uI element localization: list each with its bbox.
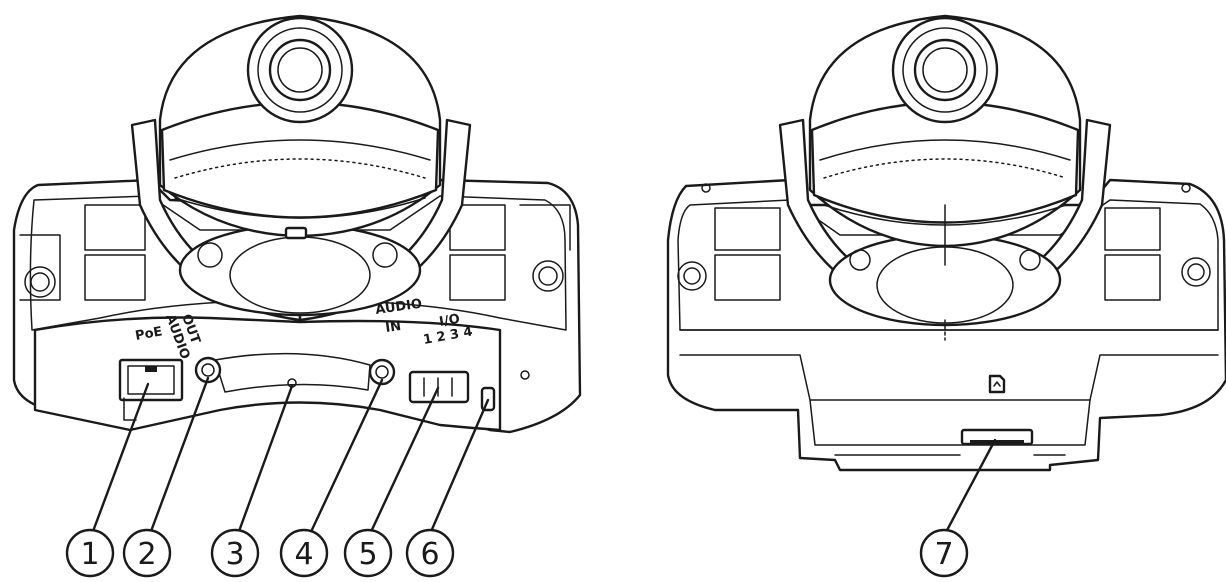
lens-inner-front: [913, 38, 977, 102]
callout-4-text: 4: [294, 537, 313, 572]
camera-rear-view: PoE AUDIO OUT AUDIO IN I/O 1 2 3 4: [12, 14, 582, 434]
label-poe: PoE: [134, 324, 164, 344]
label-audio-in-2: IN: [384, 319, 402, 336]
mount-hole-front-right: [1181, 257, 1211, 287]
dome-ring: [160, 101, 440, 219]
callout-leaders: [90, 376, 997, 536]
callout-2: 2: [122, 528, 172, 578]
camera-front-view: [666, 14, 1226, 472]
callout-4: 4: [279, 528, 329, 578]
sd-card-icon: [988, 374, 1006, 394]
mount-hole-left: [24, 266, 56, 298]
callout-3: 3: [210, 528, 260, 578]
sd-card-slot: [834, 428, 1066, 456]
callout-7: 7: [919, 528, 969, 578]
connector-panel: [33, 316, 502, 432]
callout-1: 1: [65, 528, 115, 578]
poe-port: [118, 358, 184, 421]
callout-1-text: 1: [80, 537, 99, 572]
io-terminal-block: [408, 370, 470, 404]
callout-6: 6: [405, 528, 455, 578]
callout-3-text: 3: [225, 537, 244, 572]
callout-2-text: 2: [137, 537, 156, 572]
callout-5-text: 5: [358, 537, 377, 572]
label-io-1: I/O: [438, 312, 461, 330]
audio-in-jack: [368, 358, 396, 386]
callout-7-text: 7: [934, 537, 953, 572]
mount-hole-front-left: [677, 261, 707, 291]
callout-5: 5: [343, 528, 393, 578]
mount-hole-right: [532, 260, 564, 292]
lens-inner: [268, 38, 332, 102]
callout-6-text: 6: [420, 537, 439, 572]
audio-out-jack: [194, 356, 222, 384]
